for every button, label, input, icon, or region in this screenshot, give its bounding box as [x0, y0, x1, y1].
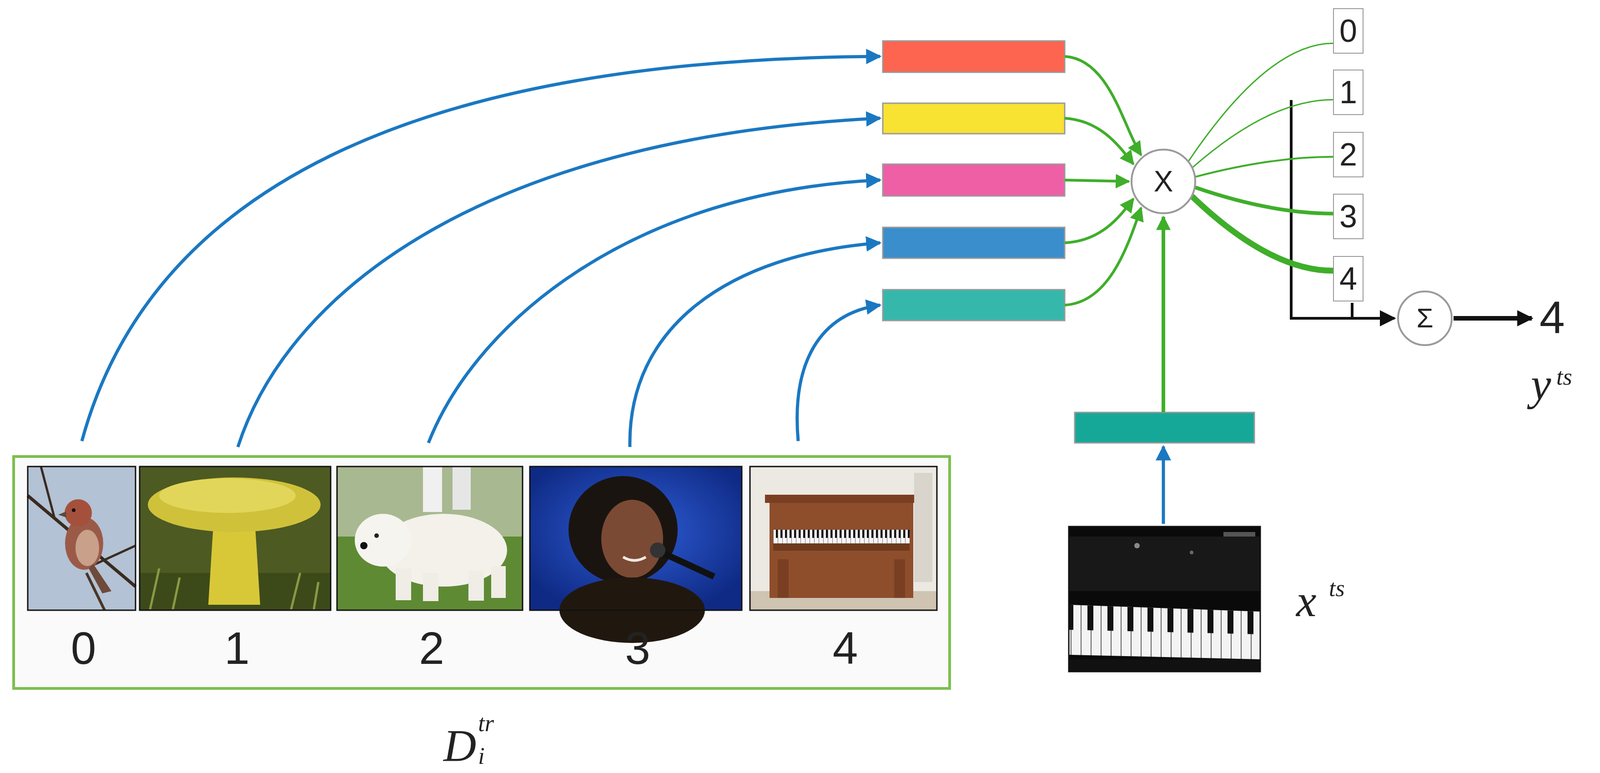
similarity-arrows: [1064, 56, 1164, 413]
operator-symbol: Σ: [1416, 304, 1434, 333]
class-index: 2: [337, 625, 527, 671]
support-image: 0: [27, 466, 140, 685]
support-image: 3: [529, 466, 746, 685]
label-holder: 4: [1539, 294, 1565, 341]
frame-fill: [15, 457, 949, 688]
query-input-symbol: x: [1296, 575, 1317, 627]
class-index: 3: [529, 625, 746, 671]
singer-photo: [529, 466, 742, 644]
query-piano-photo: [1068, 526, 1261, 672]
support-image: 1: [139, 466, 335, 685]
label-holder: x: [1296, 578, 1317, 624]
class-score-box: 0: [1333, 8, 1364, 54]
class-index: 4: [1339, 262, 1358, 295]
label-holder: ts: [1328, 576, 1345, 601]
support-image: 2: [337, 466, 527, 685]
predicted-label: 4: [1539, 291, 1565, 343]
class-score-box: 3: [1333, 193, 1364, 240]
superscript: ts: [1328, 575, 1345, 602]
class-index: 3: [1339, 200, 1358, 233]
mushroom-photo: [139, 466, 331, 611]
dataset-indices: tr i: [477, 711, 494, 769]
query-embedding-bar: [1074, 412, 1255, 443]
embedding-bar: [882, 227, 1065, 259]
support-set-frame: Dtri01234: [12, 455, 951, 690]
dataset-label-group: Dtr i: [443, 711, 494, 769]
label-holder: y: [1530, 362, 1551, 408]
class-index: 0: [1339, 15, 1358, 47]
embedding-bar: [882, 40, 1065, 73]
class-score-box: 2: [1333, 131, 1364, 178]
bird-photo: [27, 466, 136, 611]
class-index: 2: [1339, 138, 1358, 171]
superscript: ts: [1556, 363, 1573, 390]
subscript: i: [477, 744, 494, 769]
class-index: 1: [139, 625, 335, 671]
label-holder: ts: [1556, 365, 1573, 389]
embedding-bar: [882, 103, 1065, 134]
dot-product-node: X: [1130, 148, 1197, 215]
class-index: 1: [1339, 76, 1358, 109]
embed-arrows: [81, 56, 1164, 524]
embedding-bar: [882, 289, 1065, 321]
sum-bracket: [1291, 100, 1532, 319]
score-connector: [1192, 196, 1334, 272]
class-score-box: 4: [1333, 256, 1364, 302]
support-image: 4: [749, 466, 941, 685]
dataset-symbol: D: [443, 723, 477, 769]
sum-node: Σ: [1397, 290, 1453, 347]
dog-photo: [337, 466, 523, 611]
operator-symbol: X: [1153, 166, 1174, 197]
superscript: tr: [477, 711, 494, 736]
score-connector: [1195, 156, 1334, 177]
class-index: 0: [27, 625, 140, 671]
class-score-box: 1: [1333, 69, 1364, 116]
piano-photo: [749, 466, 937, 611]
score-connector: [1195, 187, 1334, 214]
query-label-symbol: y: [1530, 359, 1551, 410]
embedding-bar: [882, 164, 1065, 197]
class-index: 4: [749, 625, 941, 671]
